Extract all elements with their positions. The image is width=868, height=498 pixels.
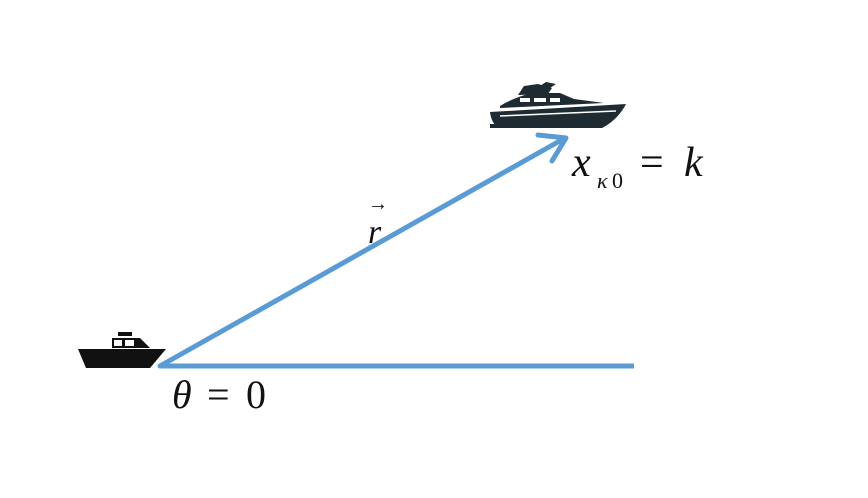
- target-subscript-digit: 0: [612, 168, 623, 193]
- angle-label: θ = 0: [172, 372, 266, 417]
- small-boat-icon: [78, 332, 166, 368]
- position-vector: [157, 135, 568, 369]
- position-vector-arrowhead: [535, 132, 569, 164]
- target-var: x: [571, 140, 591, 186]
- target-subscript: κ: [597, 168, 608, 193]
- vector-label: r: [368, 214, 382, 251]
- vector-arrow: →: [368, 193, 388, 215]
- target-value: k: [684, 140, 704, 186]
- target-equals: =: [640, 140, 664, 186]
- yacht-icon: [490, 82, 626, 128]
